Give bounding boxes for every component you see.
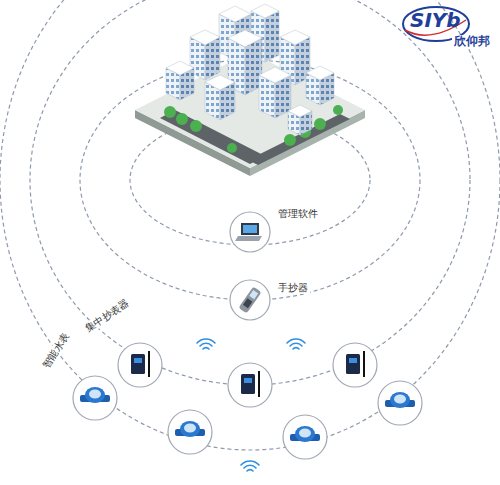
laptop-icon-part [235, 236, 262, 241]
concentrator-icon-part [333, 343, 377, 387]
city-illustration-part-part [190, 30, 220, 45]
concentrator-icon-part-part [258, 371, 260, 397]
water-meter-icon-part-part [73, 376, 117, 420]
concentrator-icon-part-part [363, 351, 365, 377]
concentrator-icon-part-part [241, 374, 255, 394]
orbit-ring-part [30, 0, 470, 385]
water-meter-icon-part [283, 415, 327, 459]
concentrator-icon-part-part [346, 354, 360, 374]
orbit-ring-part [0, 0, 500, 450]
node-shape [230, 280, 270, 320]
water-meter-icon-part-part [378, 381, 422, 425]
wifi-symbol-part-part [200, 343, 212, 346]
city-illustration-part [166, 4, 334, 135]
software-node: 管理软件 [230, 212, 270, 252]
laptop-icon [235, 223, 262, 241]
city-illustration-part-part [219, 6, 251, 22]
concentrator-icon-part-part [118, 343, 162, 387]
city-illustration-part-part [265, 11, 279, 62]
city-illustration-part-part [333, 105, 343, 115]
wifi-symbol-part-part [203, 348, 209, 349]
wifi-symbol-part-part [197, 339, 215, 343]
concentrator-icon-part-part [148, 351, 150, 377]
city-illustration-part-part [288, 105, 312, 117]
handheld-icon-part [243, 298, 253, 308]
city-illustration-part-part [228, 30, 262, 47]
node-outline [230, 280, 270, 320]
wifi-symbol-part-part [241, 461, 259, 465]
concentrator-icon-part [118, 343, 162, 387]
concentrator-icon-part-part [333, 343, 377, 387]
city-illustration-part-part [306, 66, 334, 80]
concentrator-icon-part-part [131, 354, 145, 374]
water-meter-icon-part-part [85, 387, 105, 403]
ring-label: 智能水表 [39, 329, 72, 372]
laptop-icon-part [241, 223, 259, 235]
city-illustration-part-part [190, 120, 202, 132]
node-outline [230, 212, 270, 252]
concentrator-icon-part-part [244, 378, 252, 383]
logo-name: 欣仰邦 [452, 35, 492, 49]
city-illustration-part [160, 110, 265, 164]
city-illustration-part-part [227, 143, 237, 153]
laptop-icon-part [243, 225, 257, 233]
wifi-symbol-part-part [287, 339, 305, 343]
city-illustration-part-part [259, 67, 291, 83]
city-illustration-part-part [166, 61, 194, 75]
water-meter-icon-part [73, 376, 117, 420]
concentrator-icon-part-part [134, 358, 142, 363]
wifi-symbol-part-part [247, 470, 253, 471]
wifi-symbol-part-part [244, 465, 256, 468]
wifi-symbol-part-part [290, 343, 302, 346]
orbit-ring [0, 0, 500, 450]
concentrator-icon-part-part [349, 358, 357, 363]
handheld-icon-part [249, 290, 258, 299]
water-meter-icon-part [378, 381, 422, 425]
water-meter-icon-part-part [184, 424, 196, 433]
city-illustration [135, 4, 365, 176]
city-illustration-part-part [284, 134, 296, 146]
city-illustration-part-part [251, 4, 279, 18]
water-meter-icon-part-part [89, 390, 101, 399]
water-meter-icon-part-part [283, 415, 327, 459]
node-shape [230, 212, 270, 252]
handheld-icon [238, 286, 261, 313]
logo-text: SIYb [408, 9, 463, 32]
water-meter-icon-part-part [180, 421, 200, 437]
city-illustration-part-part [205, 75, 235, 90]
wifi-symbol-part [241, 461, 259, 471]
water-meter-icon-part-part [168, 410, 212, 454]
water-meter-icon-part-part [390, 392, 410, 408]
city-illustration-part-part [164, 106, 176, 118]
water-meter-icon-part-part [394, 395, 406, 404]
concentrator-icon [118, 343, 377, 407]
wifi-symbol-part [197, 339, 215, 349]
city-illustration-part [164, 105, 343, 153]
handheld-node: 手抄器 [230, 280, 270, 320]
city-illustration-part-part [280, 30, 310, 45]
water-meter-icon-part-part [299, 429, 311, 438]
handheld-icon-part [238, 286, 261, 313]
wifi-symbol-part-part [293, 348, 299, 349]
node-caption: 管理软件 [276, 208, 320, 220]
city-illustration-part-part [314, 118, 326, 130]
water-meter-icon-part-part [295, 426, 315, 442]
water-meter-icon [73, 376, 422, 459]
water-meter-icon-part [168, 410, 212, 454]
node-caption: 手抄器 [276, 282, 310, 294]
ring-label: 集中抄表器 [81, 296, 133, 335]
wifi-symbol-part [287, 339, 305, 349]
city-illustration-part-part [176, 113, 188, 125]
concentrator-icon-part-part [228, 363, 272, 407]
concentrator-icon-part [228, 363, 272, 407]
